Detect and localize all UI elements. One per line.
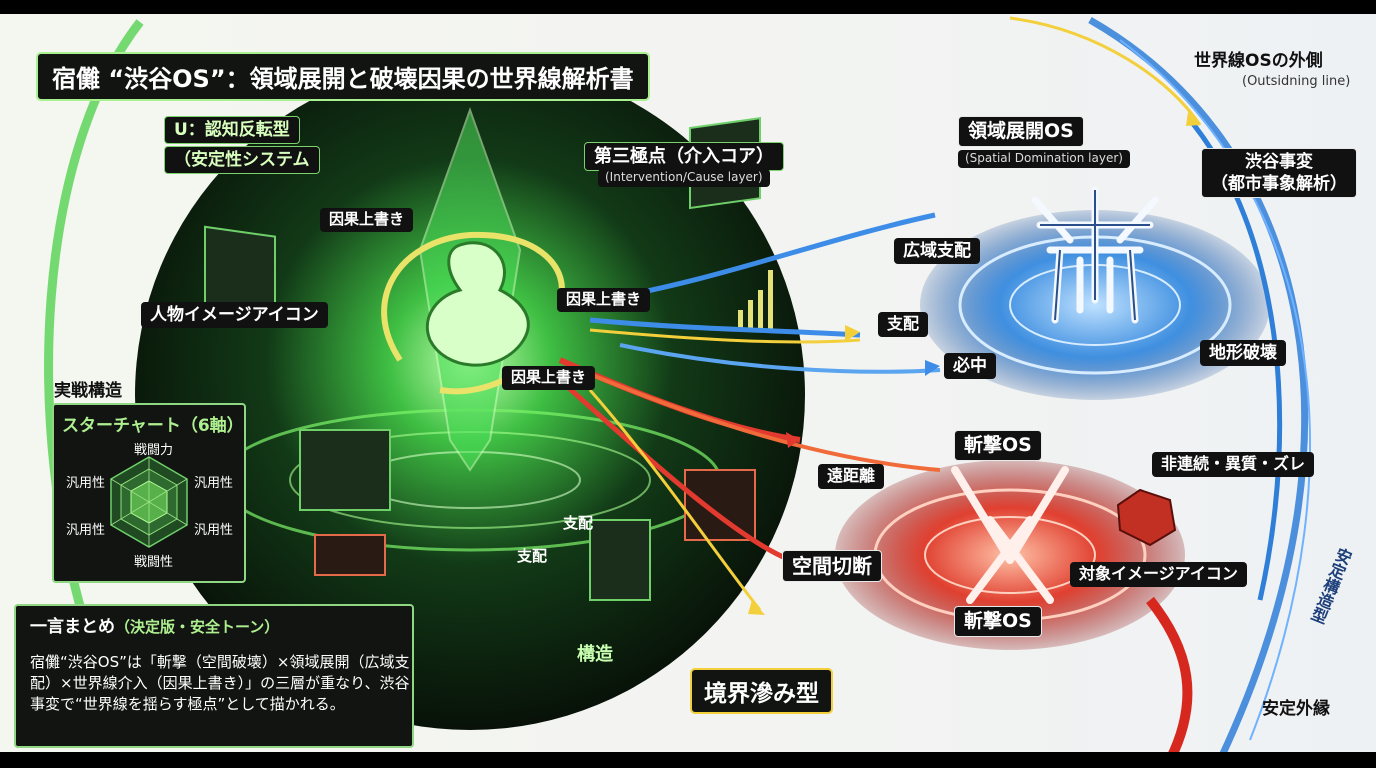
space-cut-label: 空間切断 xyxy=(782,550,882,582)
person-icon-label: 人物イメージアイコン xyxy=(141,302,328,329)
panel-red-1 xyxy=(684,469,756,541)
star-axis-right-upper: 汎用性 xyxy=(194,476,234,491)
blue-platform xyxy=(920,210,1270,400)
stream-red-2 xyxy=(558,378,791,563)
page-title: 宿儺 “渋谷OS”：領域展開と破壊因果の世界線解析書 xyxy=(36,52,650,101)
type-u-label: U：認知反転型 xyxy=(164,116,300,145)
sure-hit-label: 必中 xyxy=(944,353,996,380)
star-chart-hexagon xyxy=(110,456,188,548)
outer-subtitle: (Outsidning line) xyxy=(1242,74,1351,89)
terrain-destruction-label: 地形破壊 xyxy=(1200,340,1286,367)
star-axis-left-upper: 汎用性 xyxy=(66,476,106,491)
target-icon-label: 対象イメージアイコン xyxy=(1070,562,1247,587)
bar-graph xyxy=(738,270,773,330)
shibuya-incident-label: 渋谷事変 （都市事象解析） xyxy=(1201,148,1357,199)
boundary-bleed-label: 境界滲み型 xyxy=(690,668,833,714)
discontinuity-label: 非連続・異質・ズレ xyxy=(1152,452,1315,477)
outer-title: 世界線OSの外側 xyxy=(1194,51,1323,71)
star-axis-bottom: 戦闘性 xyxy=(134,555,174,570)
arrowheads xyxy=(748,112,1200,615)
third-pole-title: 第三極点（介入コア） xyxy=(584,142,784,172)
star-chart-title: スターチャート（6軸） xyxy=(62,416,244,436)
control-label-2: 支配 xyxy=(563,514,594,532)
domain-os-title: 領域展開OS xyxy=(958,116,1084,147)
bottom-letterbox xyxy=(0,752,1376,768)
slash-emblem xyxy=(951,466,1069,604)
star-axis-left-lower: 汎用性 xyxy=(66,523,106,538)
yellow-loop xyxy=(381,231,565,362)
star-axis-right-lower: 汎用性 xyxy=(194,523,234,538)
slash-os-top-label: 斬撃OS xyxy=(954,430,1042,461)
summary-body: 宿儺“渋谷OS”は「斬撃（空間破壊）×領域展開（広域支配）×世界線介入（因果上書… xyxy=(30,653,410,713)
causal-overwrite-label-3: 因果上書き xyxy=(502,366,596,390)
stream-red-3 xyxy=(579,368,941,472)
target-crystal xyxy=(1116,488,1177,547)
structure-label: 構造 xyxy=(577,644,613,665)
stable-edge-label: 安定外縁 xyxy=(1262,699,1330,719)
stream-blue-1 xyxy=(589,317,861,338)
stream-yellow-1 xyxy=(589,328,861,344)
long-range-label: 遠距離 xyxy=(818,464,885,489)
domain-os-subtitle: (Spatial Domination layer) xyxy=(958,150,1130,168)
panel-bottom-left xyxy=(299,429,391,511)
top-letterbox xyxy=(0,0,1376,14)
practical-structure-title: 実戦構造 xyxy=(54,381,122,401)
panel-red-2 xyxy=(314,534,386,576)
summary-heading: 一言まとめ（決定版・安全トーン） xyxy=(30,612,279,637)
star-axis-top: 戦闘力 xyxy=(134,443,174,458)
shrine-emblem-outline xyxy=(1040,190,1150,321)
summary-tag: （決定版・安全トーン） xyxy=(115,618,280,636)
stream-yellow-2 xyxy=(588,389,762,611)
stream-blue-3 xyxy=(619,343,941,374)
summary-panel: 一言まとめ（決定版・安全トーン） 宿儺“渋谷OS”は「斬撃（空間破壊）×領域展開… xyxy=(14,604,414,748)
wide-control-label: 広域支配 xyxy=(894,238,980,265)
slash-os-bottom-label: 斬撃OS xyxy=(954,606,1042,637)
summary-heading-text: 一言まとめ xyxy=(30,617,115,637)
causal-overwrite-label-2: 因果上書き xyxy=(557,288,651,312)
red-ring-2 xyxy=(924,516,1096,594)
causal-overwrite-label-1: 因果上書き xyxy=(320,208,414,232)
control-label-1: 支配 xyxy=(878,312,929,337)
outer-blue-arc-thin xyxy=(1119,39,1311,741)
panel-bottom-right xyxy=(589,519,651,601)
control-label-3: 支配 xyxy=(517,547,548,565)
third-pole-subtitle: (Intervention/Cause layer) xyxy=(598,169,770,187)
type-u-sublabel: （安定性システム xyxy=(164,146,320,175)
star-chart-panel: スターチャート（6軸） 戦闘力 汎用性 汎用性 戦闘性 汎用性 汎用性 xyxy=(52,403,246,583)
red-crack xyxy=(1146,596,1193,763)
person-icon-shape xyxy=(425,241,530,367)
outer-yellow-arc xyxy=(1009,16,1202,126)
